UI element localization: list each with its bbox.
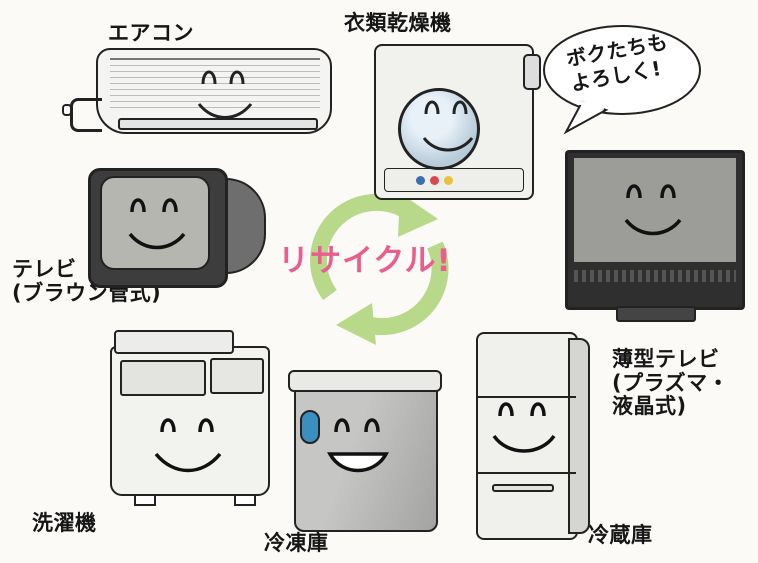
freezer-label: 冷凍庫 [264, 531, 329, 555]
speech-bubble [543, 25, 701, 135]
freezer-face-icon [327, 418, 389, 473]
crt-tv-label: テレビ (ブラウン管式) [12, 257, 162, 305]
aircon-label: エアコン [108, 21, 194, 45]
recycle-arrows-icon [310, 193, 449, 345]
washer-face-icon [154, 418, 222, 473]
fridge-label: 冷蔵庫 [588, 523, 653, 547]
flat-tv-label: 薄型テレビ (プラズマ・ 液晶式) [612, 347, 730, 419]
recycle-title: リサイクル! [278, 243, 452, 279]
dryer-face-icon [422, 100, 474, 152]
fridge-face-icon [492, 402, 556, 453]
crt-tv-face-icon [128, 198, 186, 250]
washer-label: 洗濯機 [32, 511, 97, 535]
aircon-face-icon [197, 70, 253, 119]
dryer-label: 衣類乾燥機 [344, 11, 452, 35]
flat-tv-face-icon [624, 184, 682, 236]
